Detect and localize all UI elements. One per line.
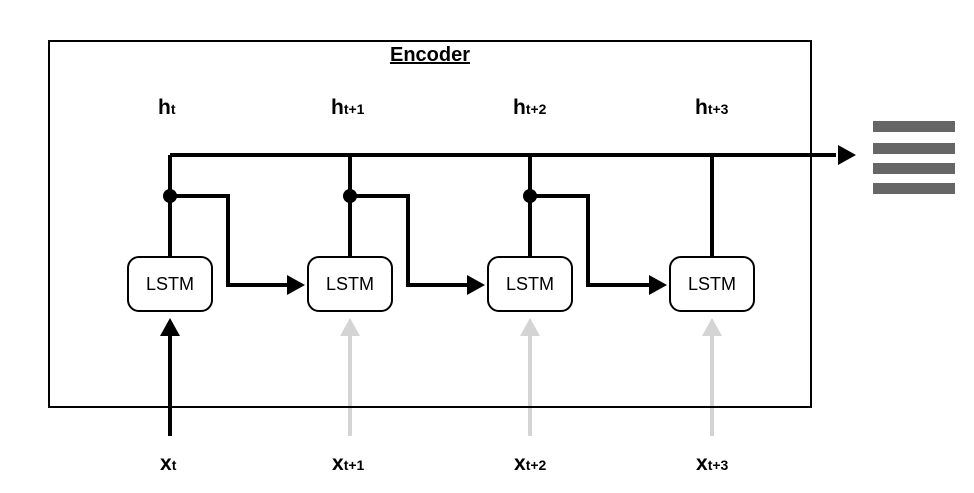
output-bar-1 <box>873 143 955 154</box>
hidden-state-label-3: ht+3 <box>695 96 728 120</box>
recurrent-line-1 <box>350 194 469 287</box>
hidden-state-sub: t+2 <box>525 101 547 117</box>
lstm-cell-3: LSTM <box>669 256 755 312</box>
recurrent-line-2 <box>530 194 651 287</box>
output-bar-2 <box>873 163 955 174</box>
hidden-state-base: h <box>331 96 344 119</box>
lstm-cell-2: LSTM <box>487 256 573 312</box>
input-label-2: xt+2 <box>514 452 546 476</box>
input-label-1: xt+1 <box>332 452 364 476</box>
input-sub: t+3 <box>707 457 729 473</box>
hidden-state-label-0: ht <box>158 96 176 120</box>
input-sub: t+2 <box>525 457 547 473</box>
recurrent-arrow-head-1 <box>467 275 485 295</box>
input-label-3: xt+3 <box>696 452 728 476</box>
input-base: x <box>160 452 172 475</box>
input-arrow-head-3 <box>702 318 722 336</box>
lstm-cell-1: LSTM <box>307 256 393 312</box>
input-base: x <box>696 452 708 475</box>
output-bar-3 <box>873 183 955 194</box>
recurrent-line-0 <box>170 194 289 287</box>
input-base: x <box>514 452 526 475</box>
output-arrow-head <box>838 145 856 165</box>
hidden-state-label-2: ht+2 <box>513 96 546 120</box>
recurrent-arrow-head-2 <box>649 275 667 295</box>
input-label-0: xt <box>160 452 176 476</box>
hidden-state-sub: t+3 <box>707 101 729 117</box>
input-sub: t+1 <box>343 457 365 473</box>
recurrent-arrow-head-0 <box>287 275 305 295</box>
hidden-state-sub: t <box>170 101 176 117</box>
hidden-state-sub: t+1 <box>343 101 365 117</box>
input-arrow-head-2 <box>520 318 540 336</box>
input-arrow-head-1 <box>340 318 360 336</box>
hidden-state-base: h <box>158 96 171 119</box>
input-arrow-head-0 <box>160 318 180 336</box>
output-bar-0 <box>873 121 955 132</box>
hidden-state-label-1: ht+1 <box>331 96 364 120</box>
input-base: x <box>332 452 344 475</box>
hidden-state-base: h <box>695 96 708 119</box>
encoder-title: Encoder <box>389 44 471 66</box>
input-sub: t <box>171 457 177 473</box>
hidden-state-base: h <box>513 96 526 119</box>
encoder-box <box>48 40 812 408</box>
lstm-cell-0: LSTM <box>127 256 213 312</box>
